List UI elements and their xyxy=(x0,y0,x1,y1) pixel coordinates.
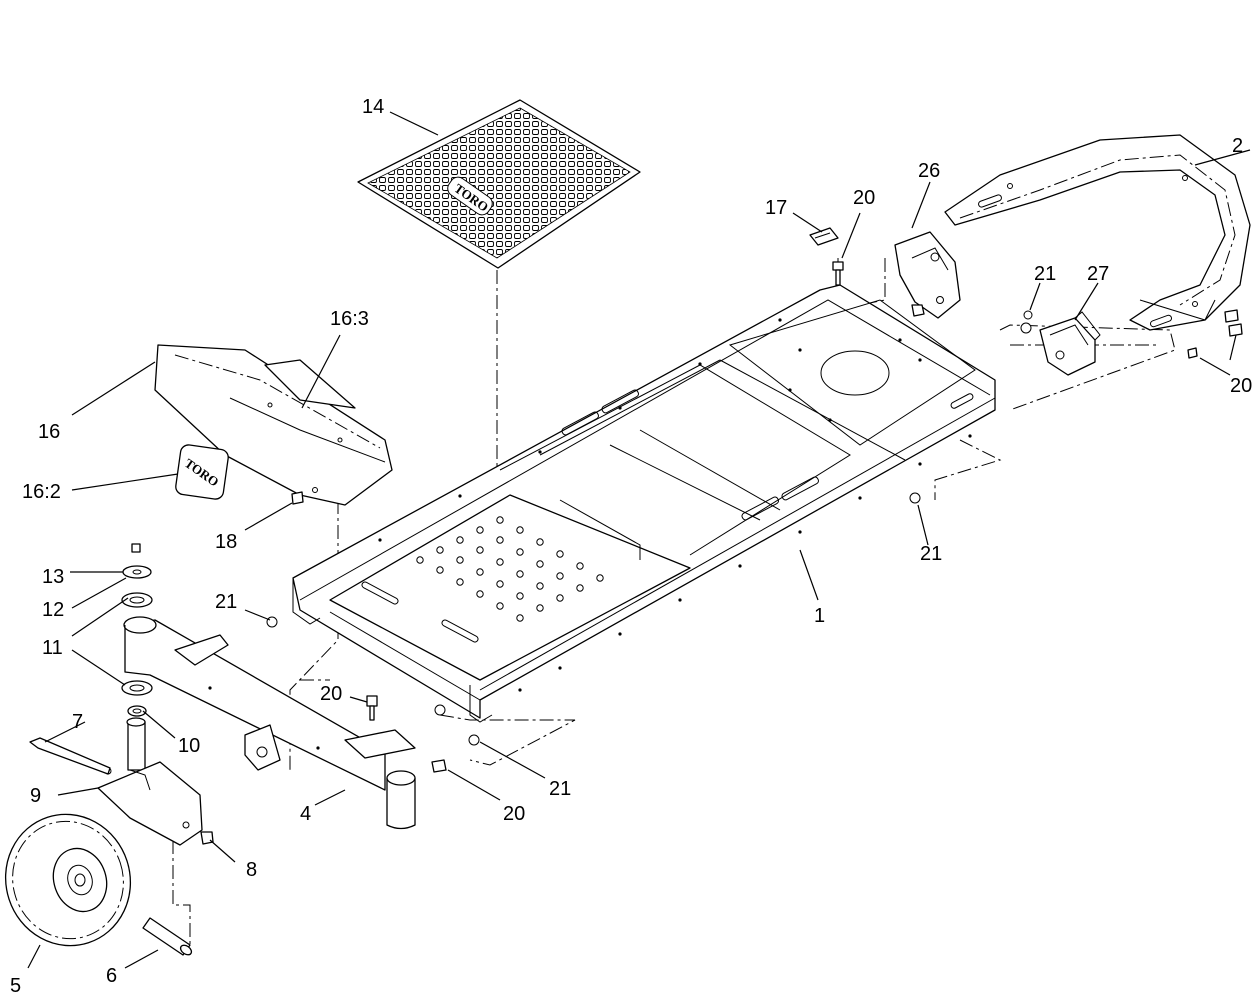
wheel-spacer xyxy=(142,917,193,956)
front-axle xyxy=(123,616,416,830)
callout-18: 18 xyxy=(215,531,237,553)
caster-wheel xyxy=(4,813,132,947)
floor-mat: TORO xyxy=(357,99,641,269)
logo-decal-16-2: TORO xyxy=(175,444,229,500)
callout-17: 17 xyxy=(765,197,787,219)
callout-16-3: 16:3 xyxy=(330,308,369,330)
callout-20-top: 20 xyxy=(853,187,875,209)
callout-16: 16 xyxy=(38,421,60,443)
callout-2: 2 xyxy=(1232,135,1243,157)
callout-9: 9 xyxy=(30,785,41,807)
callout-16-2: 16:2 xyxy=(22,481,61,503)
caster-fork xyxy=(97,717,203,846)
callout-5: 5 xyxy=(10,975,21,997)
callout-26: 26 xyxy=(918,160,940,182)
decal-16-3 xyxy=(264,359,356,409)
callouts: 14 2 26 17 20 21 27 20 16:3 16 16:2 18 2… xyxy=(10,96,1252,997)
callout-20-bottom: 20 xyxy=(503,803,525,825)
callout-7: 7 xyxy=(72,711,83,733)
caster-bearing-stack xyxy=(121,543,153,717)
hardware-right xyxy=(809,227,1243,504)
callout-11: 11 xyxy=(42,637,63,659)
callout-14: 14 xyxy=(362,96,384,118)
callout-8: 8 xyxy=(246,859,257,881)
callout-10: 10 xyxy=(178,735,200,757)
bracket-27 xyxy=(1039,311,1101,376)
callout-13: 13 xyxy=(42,566,64,588)
callout-20-mid: 20 xyxy=(320,683,342,705)
rear-handle-bar xyxy=(944,134,1251,331)
callout-12: 12 xyxy=(42,599,64,621)
axle-bolt xyxy=(29,737,111,775)
callout-4: 4 xyxy=(300,803,311,825)
hardware-front xyxy=(266,491,480,773)
bracket-26 xyxy=(894,231,961,319)
axle-nut xyxy=(200,831,214,845)
callout-20-right: 20 xyxy=(1230,375,1252,397)
callout-6: 6 xyxy=(106,965,117,987)
callout-27: 27 xyxy=(1087,263,1109,285)
callout-21-top: 21 xyxy=(1034,263,1056,285)
callout-21-left: 21 xyxy=(215,591,237,613)
callout-1: 1 xyxy=(814,605,825,627)
frame-rail-holes xyxy=(378,318,972,692)
callout-21-mid: 21 xyxy=(920,543,942,565)
callout-21-bottom: 21 xyxy=(549,778,571,800)
leader-lines xyxy=(27,111,1251,969)
main-frame xyxy=(292,284,996,723)
front-cover xyxy=(154,344,393,506)
frame-floor-holes xyxy=(416,516,604,622)
